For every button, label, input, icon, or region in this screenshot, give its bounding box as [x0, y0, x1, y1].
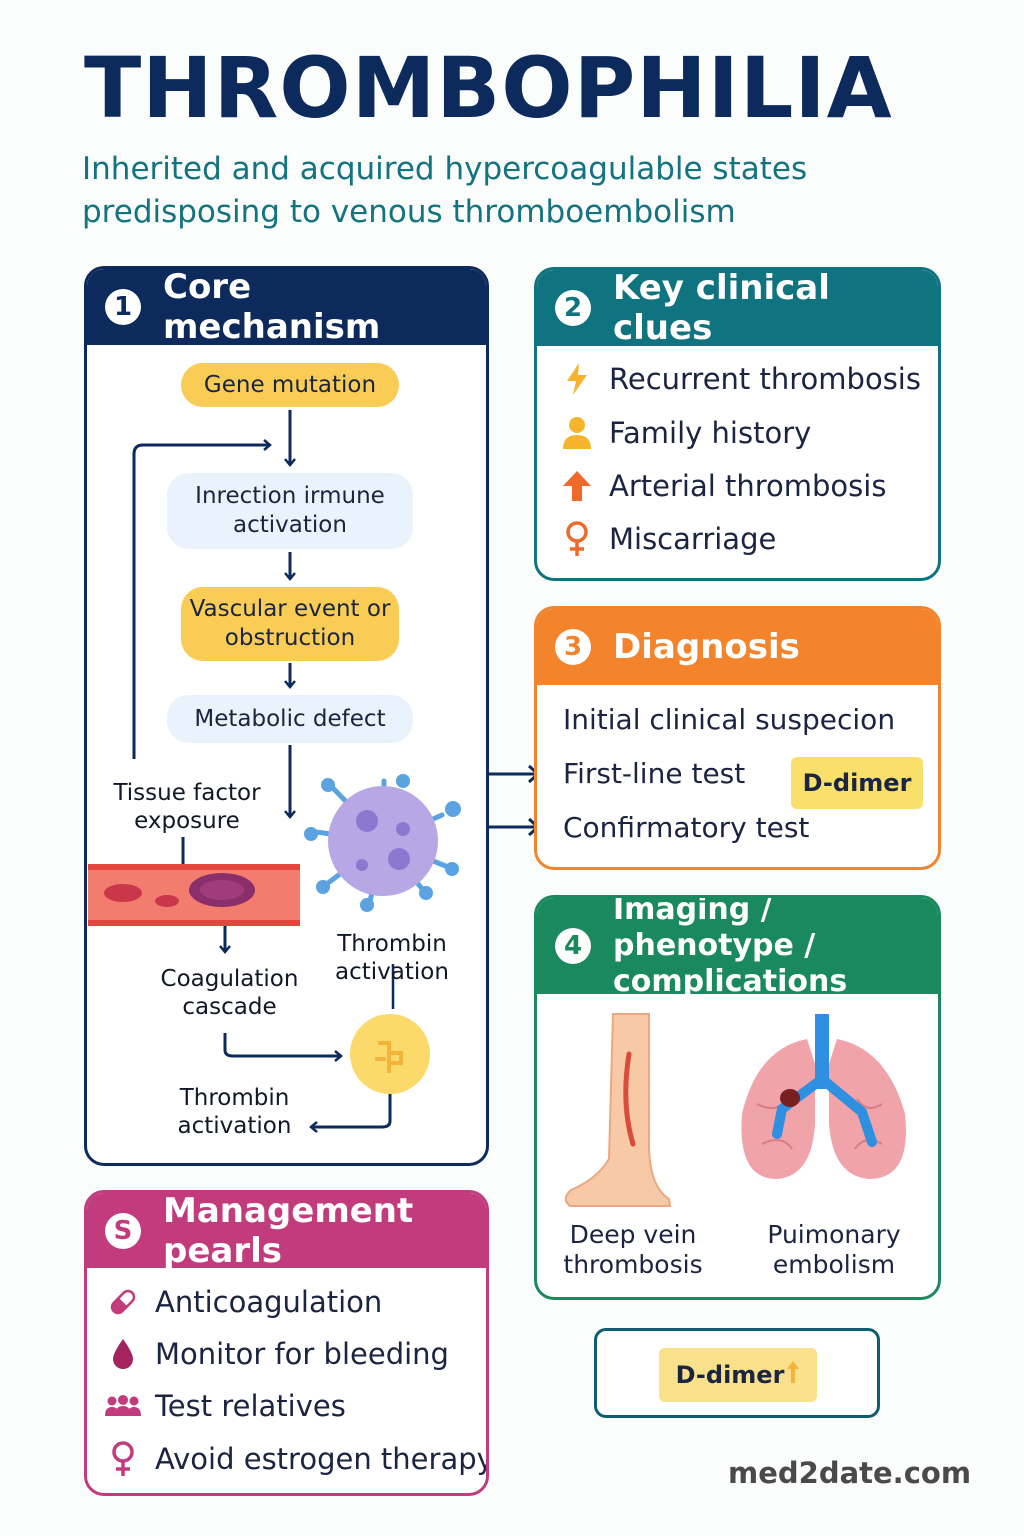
- tissue-factor-label: Tissue factor exposure: [113, 780, 261, 834]
- mechanism-flow-arrows: [88, 410, 461, 1133]
- management-label: Test relatives: [155, 1389, 346, 1423]
- imaging-header: 4 Imaging / phenotype / complications: [537, 895, 938, 999]
- clinical-clues-panel: 2 Key clinical clues Recurrent thrombosi…: [534, 267, 941, 581]
- metabolic-defect-box: Metabolic defect: [167, 695, 413, 743]
- management-panel: S Management pearls Anticoagulation Moni…: [84, 1190, 489, 1496]
- female-symbol-icon: [557, 521, 597, 557]
- management-title: Management pearls: [163, 1190, 414, 1271]
- diagnosis-header: 3 Diagnosis: [537, 609, 938, 685]
- management-item: Monitor for bleeding: [103, 1337, 449, 1371]
- diagnosis-title: Diagnosis: [613, 627, 800, 667]
- d-dimer-elevated-tag: D-dimer: [659, 1348, 817, 1402]
- management-item: Anticoagulation: [103, 1285, 382, 1319]
- diagnosis-step: First-line test: [563, 757, 746, 790]
- lightning-icon: [557, 362, 597, 396]
- thrombin-activation-label-bottom: Thrombin activation: [177, 1085, 292, 1139]
- page-title: THROMBOPHILIA: [84, 39, 893, 137]
- arrow-up-icon: [557, 470, 597, 502]
- clue-item: Arterial thrombosis: [557, 469, 886, 503]
- management-header: S Management pearls: [87, 1190, 486, 1271]
- section-number-badge: 3: [555, 629, 591, 665]
- family-group-icon: [103, 1394, 143, 1418]
- clue-item: Family history: [557, 416, 811, 450]
- diagnosis-step: Confirmatory test: [563, 811, 810, 844]
- clue-label: Miscarriage: [609, 522, 777, 556]
- management-label: Monitor for bleeding: [155, 1337, 449, 1371]
- thrombin-symbol-icon: [350, 1014, 430, 1094]
- core-mechanism-header: 1 Core mechanism: [87, 267, 486, 347]
- management-item: Avoid estrogen therapy: [103, 1441, 489, 1477]
- coagulation-cascade-label: Coagulation cascade: [160, 966, 299, 1020]
- blood-drop-icon: [103, 1338, 143, 1370]
- diagnosis-step: Initial clinical suspecion: [563, 703, 896, 736]
- clinical-clues-header: 2 Key clinical clues: [537, 268, 938, 348]
- lungs-pe-illustration: [741, 1014, 906, 1179]
- management-item: Test relatives: [103, 1389, 346, 1423]
- dvt-label: Deep vein thrombosis: [563, 1220, 703, 1279]
- imaging-title-line2: complications: [613, 964, 848, 999]
- management-label: Avoid estrogen therapy: [155, 1442, 489, 1476]
- diagnosis-panel: 3 Diagnosis Initial clinical suspecion F…: [534, 606, 941, 870]
- d-dimer-box: D-dimer: [594, 1328, 880, 1418]
- arrow-thrombin-to-activation: [309, 1088, 392, 1133]
- gene-mutation-box: Gene mutation: [181, 363, 399, 407]
- pe-label: Puimonary embolism: [767, 1220, 901, 1279]
- clue-label: Family history: [609, 416, 812, 450]
- thrombin-activation-label-right: Thrombin activation: [335, 931, 449, 985]
- feedback-loop-arrow: [132, 439, 272, 759]
- section-number-badge: S: [105, 1212, 141, 1249]
- management-label: Anticoagulation: [155, 1285, 383, 1319]
- core-mechanism-panel: 1 Core mechanism: [84, 266, 489, 1166]
- clinical-clues-title: Key clinical clues: [613, 268, 830, 348]
- infection-immune-box: Inrection irmune activation: [167, 473, 413, 549]
- imaging-panel: 4 Imaging / phenotype / complications De…: [534, 895, 941, 1300]
- pill-icon: [103, 1287, 143, 1317]
- section-number-badge: 2: [555, 290, 591, 326]
- imaging-title-line1: Imaging / phenotype /: [613, 895, 816, 963]
- site-watermark: med2date.com: [728, 1456, 972, 1490]
- female-symbol-icon: [103, 1441, 143, 1477]
- arrow-up-icon: [786, 1360, 800, 1390]
- clue-label: Recurrent thrombosis: [609, 362, 921, 396]
- arrow-coagulation-to-thrombin: [223, 1033, 343, 1062]
- d-dimer-label: D-dimer: [675, 1361, 785, 1389]
- blood-vessel-illustration: [88, 864, 300, 926]
- section-number-badge: 1: [105, 289, 141, 325]
- leg-dvt-illustration: [564, 1013, 672, 1207]
- d-dimer-tag: D-dimer: [791, 757, 923, 809]
- core-mechanism-title: Core mechanism: [163, 267, 381, 347]
- person-icon: [557, 416, 597, 450]
- vascular-event-box: Vascular event or obstruction: [181, 587, 399, 661]
- page-subtitle: Inherited and acquired hypercoagulable s…: [82, 151, 808, 230]
- clue-item: Miscarriage: [557, 521, 776, 557]
- section-number-badge: 4: [555, 928, 591, 964]
- clue-label: Arterial thrombosis: [609, 469, 887, 503]
- virus-illustration: [304, 774, 461, 912]
- clue-item: Recurrent thrombosis: [557, 362, 921, 396]
